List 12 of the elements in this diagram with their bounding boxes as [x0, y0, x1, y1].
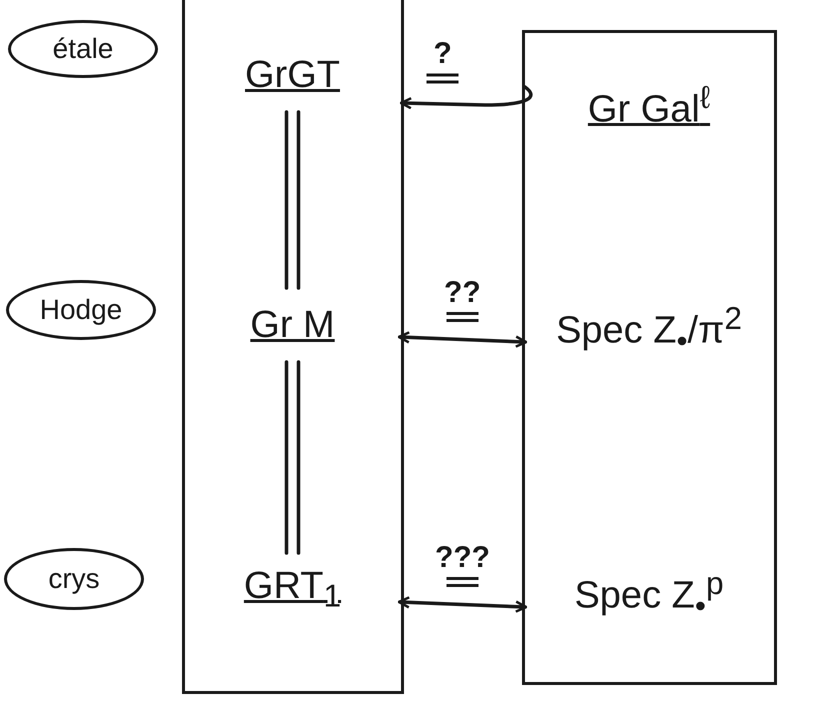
- math-term: GRT$_{1}$: [244, 565, 342, 615]
- oval-label: étale: [8, 20, 158, 78]
- column-box: [182, 0, 404, 694]
- double-line: [284, 360, 300, 555]
- oval-label: crys: [4, 548, 144, 610]
- double-line: [284, 110, 300, 290]
- math-term: GrGT: [245, 54, 340, 96]
- column-box: [522, 30, 777, 685]
- oval-label: Hodge: [6, 280, 156, 340]
- math-term: Spec Z$_{•}$/π$^{2}$: [556, 300, 742, 360]
- math-term: Gr M: [250, 304, 335, 346]
- math-term: Gr Gal$^{ℓ}$: [588, 78, 710, 132]
